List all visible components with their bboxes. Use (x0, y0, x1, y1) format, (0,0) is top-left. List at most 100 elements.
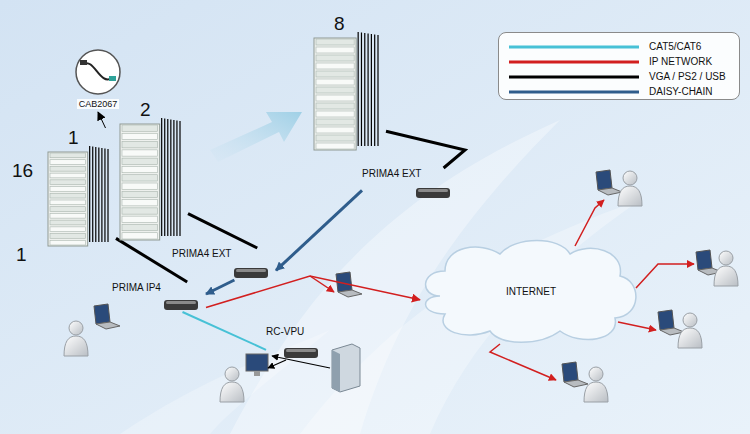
server-rack: 2 (118, 100, 188, 242)
legend-sample (509, 43, 639, 51)
kvm-device: PRIMA4 EXT (172, 248, 276, 280)
user-head (719, 251, 733, 265)
legend-sample (509, 73, 639, 81)
rack-unit (50, 187, 86, 192)
rack-unit (316, 119, 354, 125)
swoosh (120, 330, 330, 434)
rack-side-cable (179, 121, 180, 236)
rack-unit (122, 125, 158, 131)
user-figure (618, 171, 642, 206)
rack-unit (50, 180, 86, 185)
legend-text: DAISY-CHAIN (649, 86, 713, 97)
legend-row: CAT5/CAT6 (509, 39, 729, 54)
rack-drawing (120, 118, 180, 240)
device-body (284, 348, 318, 358)
user-head (589, 367, 603, 381)
tower-side (332, 350, 340, 392)
rack-side-cable (161, 118, 162, 236)
rack-side-cable (176, 121, 177, 237)
connector (276, 190, 362, 270)
rack-unit (122, 200, 158, 206)
ip-network-line (618, 322, 656, 330)
rack-side-cable (358, 32, 359, 146)
user-body (714, 266, 738, 286)
node-shape (312, 14, 380, 152)
tower-body (332, 344, 360, 392)
device-label: PRIMA IP4 (112, 282, 206, 294)
monitor-screen (246, 354, 268, 371)
server-rack: 8 (312, 14, 386, 152)
laptop-icon (94, 304, 120, 329)
laptop-base (96, 322, 120, 329)
device-label: RC-VPU (266, 326, 326, 338)
cable-icon (84, 63, 112, 79)
laptop-screen (94, 304, 110, 324)
rack-unit (122, 183, 158, 189)
connector (116, 238, 187, 282)
cable-plug (80, 60, 87, 65)
rack-side-cable (374, 35, 375, 147)
rack-unit (122, 224, 158, 230)
rack-side-cable (107, 149, 108, 242)
rack-unit (50, 207, 86, 212)
ip-network-line (490, 344, 556, 380)
rack-side-cable (361, 33, 362, 147)
user-head (623, 171, 637, 185)
legend-line (509, 75, 639, 78)
device-body (164, 300, 198, 310)
rack-unit (316, 55, 354, 61)
user-body (64, 336, 88, 356)
server-rack: 1 (46, 128, 116, 248)
rack-side-cable (89, 146, 90, 242)
device-label: CAB2067 (77, 99, 120, 109)
rack-side-cable (167, 119, 168, 236)
rack-unit (50, 200, 86, 205)
rack-unit-number: 1 (16, 244, 27, 266)
ip-network-line (636, 264, 694, 288)
rack-side-cable (164, 119, 165, 237)
connector (188, 214, 257, 248)
ip-network-line (575, 200, 604, 246)
legend-sample (509, 58, 639, 66)
legend-line (509, 60, 639, 63)
internet-cloud: INTERNET (420, 236, 642, 346)
swoosh (300, 200, 640, 434)
laptop-icon (658, 310, 684, 335)
rack-unit (122, 191, 158, 197)
user-figure (64, 321, 88, 356)
laptop-screen (658, 310, 674, 330)
rack-unit (316, 63, 354, 69)
rack-unit (50, 240, 86, 245)
connector (206, 280, 234, 294)
laptop-base (338, 290, 362, 297)
rack-unit (316, 71, 354, 77)
device-top (286, 349, 316, 352)
rack-unit (122, 233, 158, 239)
pc-tower (332, 344, 360, 392)
rack-unit (50, 153, 86, 158)
device-top (418, 189, 448, 192)
rack-unit (122, 175, 158, 181)
rack-unit (316, 95, 354, 101)
rack-unit (50, 173, 86, 178)
rack-unit (316, 39, 354, 45)
connector (386, 131, 465, 168)
legend-line (509, 90, 639, 93)
rack-side-cable (92, 147, 93, 243)
rack-unit (316, 143, 354, 149)
user-figure (584, 367, 608, 402)
rack-number: 1 (68, 128, 116, 148)
laptop-icon (562, 362, 588, 387)
rack-side-cable (170, 120, 171, 237)
rack-unit (316, 111, 354, 117)
rack-side-cable (371, 34, 372, 146)
connector (98, 112, 106, 128)
legend-line (509, 45, 639, 48)
rack-unit (50, 220, 86, 225)
monitor-stand (254, 371, 260, 376)
laptop-screen (696, 250, 712, 270)
user-head (69, 321, 83, 335)
device-top (236, 269, 266, 272)
device-label: PRIMA4 EXT (362, 168, 458, 180)
user-figure (714, 251, 738, 286)
